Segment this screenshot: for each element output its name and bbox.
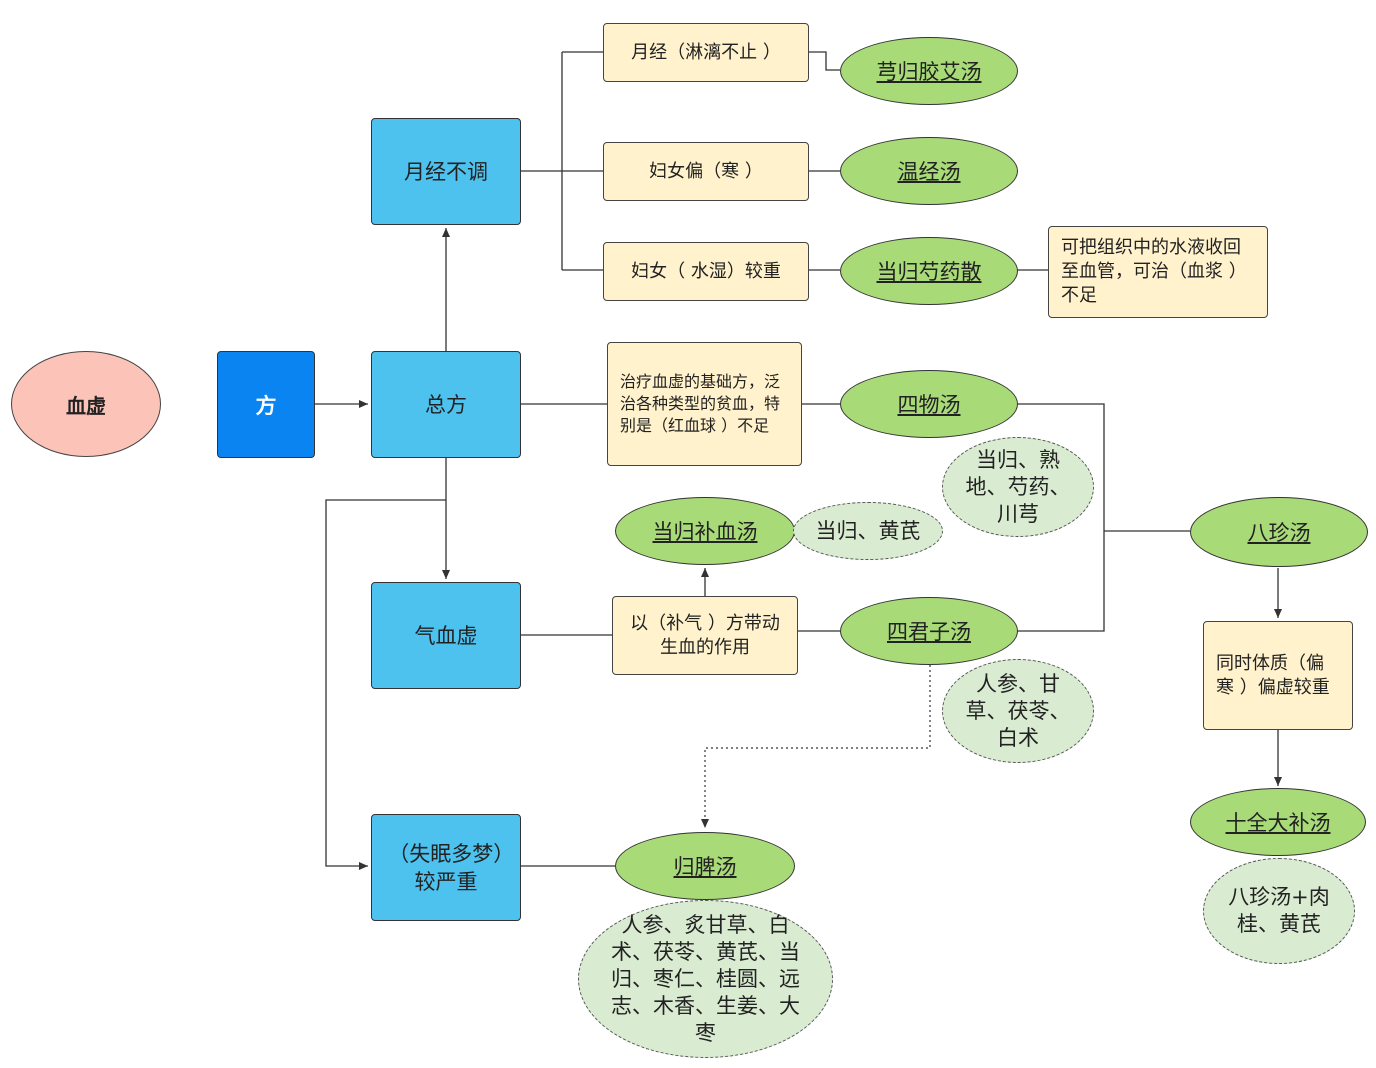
- note-shuiye: 可把组织中的水液收回至血管，可治（血浆 ）不足: [1048, 226, 1268, 318]
- note-buqi: 以（补气 ）方带动生血的作用: [612, 596, 798, 675]
- formula-guipi: 归脾汤: [615, 832, 795, 900]
- note-jichufang: 治疗血虚的基础方，泛治各种类型的贫血，特别是（红血球 ）不足: [607, 342, 802, 466]
- formula-shiquan-label: 十全大补汤: [1225, 811, 1331, 835]
- note-tizhi-text: 同时体质（偏寒 ）偏虚较重: [1216, 652, 1330, 698]
- category-qixuexu: 气血虚: [371, 582, 521, 689]
- note-shuishi: 妇女（ 水湿）较重: [603, 242, 809, 301]
- formula-sijunzi: 四君子汤: [840, 597, 1018, 665]
- category-yuejing: 月经不调: [371, 118, 521, 225]
- ingredients-siwu: 当归、熟地、芍药、川芎: [942, 437, 1094, 537]
- ingredients-sijunzi: 人参、甘草、茯苓、白术: [942, 659, 1094, 763]
- formula-dangguibuxue: 当归补血汤: [615, 497, 795, 565]
- formula-siwu: 四物汤: [840, 370, 1018, 438]
- note-linli-text: 月经（淋漓不止 ）: [631, 41, 781, 63]
- formula-sijunzi-label: 四君子汤: [887, 620, 971, 644]
- ingredients-guipi-text: 人参、炙甘草、白术、茯苓、黄芪、当归、枣仁、桂圆、远志、木香、生姜、大枣: [611, 912, 800, 1045]
- ingredients-guipi: 人参、炙甘草、白术、茯苓、黄芪、当归、枣仁、桂圆、远志、木香、生姜、大枣: [578, 900, 833, 1058]
- formula-xiongguijiaoai-label: 芎归胶艾汤: [876, 60, 982, 84]
- category-zongfang: 总方: [371, 351, 521, 458]
- ingredients-shiquan-text: 八珍汤+肉桂、黄芪: [1228, 885, 1330, 936]
- formula-xiongguijiaoai: 芎归胶艾汤: [840, 37, 1018, 105]
- formula-wenjing: 温经汤: [840, 137, 1018, 205]
- root-label: 血虚: [66, 393, 106, 418]
- formula-shiquan: 十全大补汤: [1190, 788, 1366, 856]
- category-qixuexu-label: 气血虚: [414, 623, 478, 648]
- formula-dangguishaoyao: 当归芍药散: [840, 237, 1018, 305]
- category-yuejing-label: 月经不调: [404, 159, 488, 184]
- note-buqi-text: 以（补气 ）方带动生血的作用: [630, 612, 780, 658]
- category-shimian-label: （失眠多梦）较严重: [388, 841, 504, 894]
- formula-bazhen-label: 八珍汤: [1247, 521, 1311, 545]
- edge-sijunzi-guipi-dotted: [701, 665, 931, 828]
- ingredients-shiquan: 八珍汤+肉桂、黄芪: [1203, 858, 1355, 964]
- ingredients-dangguibuxue: 当归、黄芪: [793, 502, 943, 560]
- ingredients-sijunzi-text: 人参、甘草、茯苓、白术: [965, 671, 1071, 750]
- note-pianhan-text: 妇女偏（寒 ）: [649, 160, 763, 182]
- edge-siwu-sijunzi-bazhen: [1017, 403, 1190, 632]
- ingredients-siwu-text: 当归、熟地、芍药、川芎: [965, 447, 1071, 526]
- category-zongfang-label: 总方: [425, 392, 467, 417]
- formula-dangguibuxue-label: 当归补血汤: [652, 520, 758, 544]
- fang-box: 方: [217, 351, 315, 458]
- note-tizhi: 同时体质（偏寒 ）偏虚较重: [1203, 621, 1353, 730]
- note-pianhan: 妇女偏（寒 ）: [603, 142, 809, 201]
- edge-zongfang-shimian: [325, 499, 446, 870]
- edge-linli-xiongguijiaoai: [808, 51, 840, 71]
- category-shimian: （失眠多梦）较严重: [371, 814, 521, 921]
- note-shuishi-text: 妇女（ 水湿）较重: [631, 260, 781, 282]
- ingredients-dangguibuxue-text: 当归、黄芪: [815, 518, 921, 543]
- formula-dangguishaoyao-label: 当归芍药散: [876, 260, 982, 284]
- root-xuexu: 血虚: [11, 351, 161, 457]
- note-shuiye-text: 可把组织中的水液收回至血管，可治（血浆 ）不足: [1061, 237, 1247, 306]
- formula-siwu-label: 四物汤: [897, 393, 961, 417]
- edge-yuejing-branch: [521, 51, 603, 271]
- formula-wenjing-label: 温经汤: [897, 160, 961, 184]
- fang-label: 方: [255, 393, 277, 418]
- formula-guipi-label: 归脾汤: [673, 855, 737, 879]
- formula-bazhen: 八珍汤: [1190, 497, 1368, 567]
- note-linli: 月经（淋漓不止 ）: [603, 23, 809, 82]
- note-jichufang-text: 治疗血虚的基础方，泛治各种类型的贫血，特别是（红血球 ）不足: [620, 372, 781, 435]
